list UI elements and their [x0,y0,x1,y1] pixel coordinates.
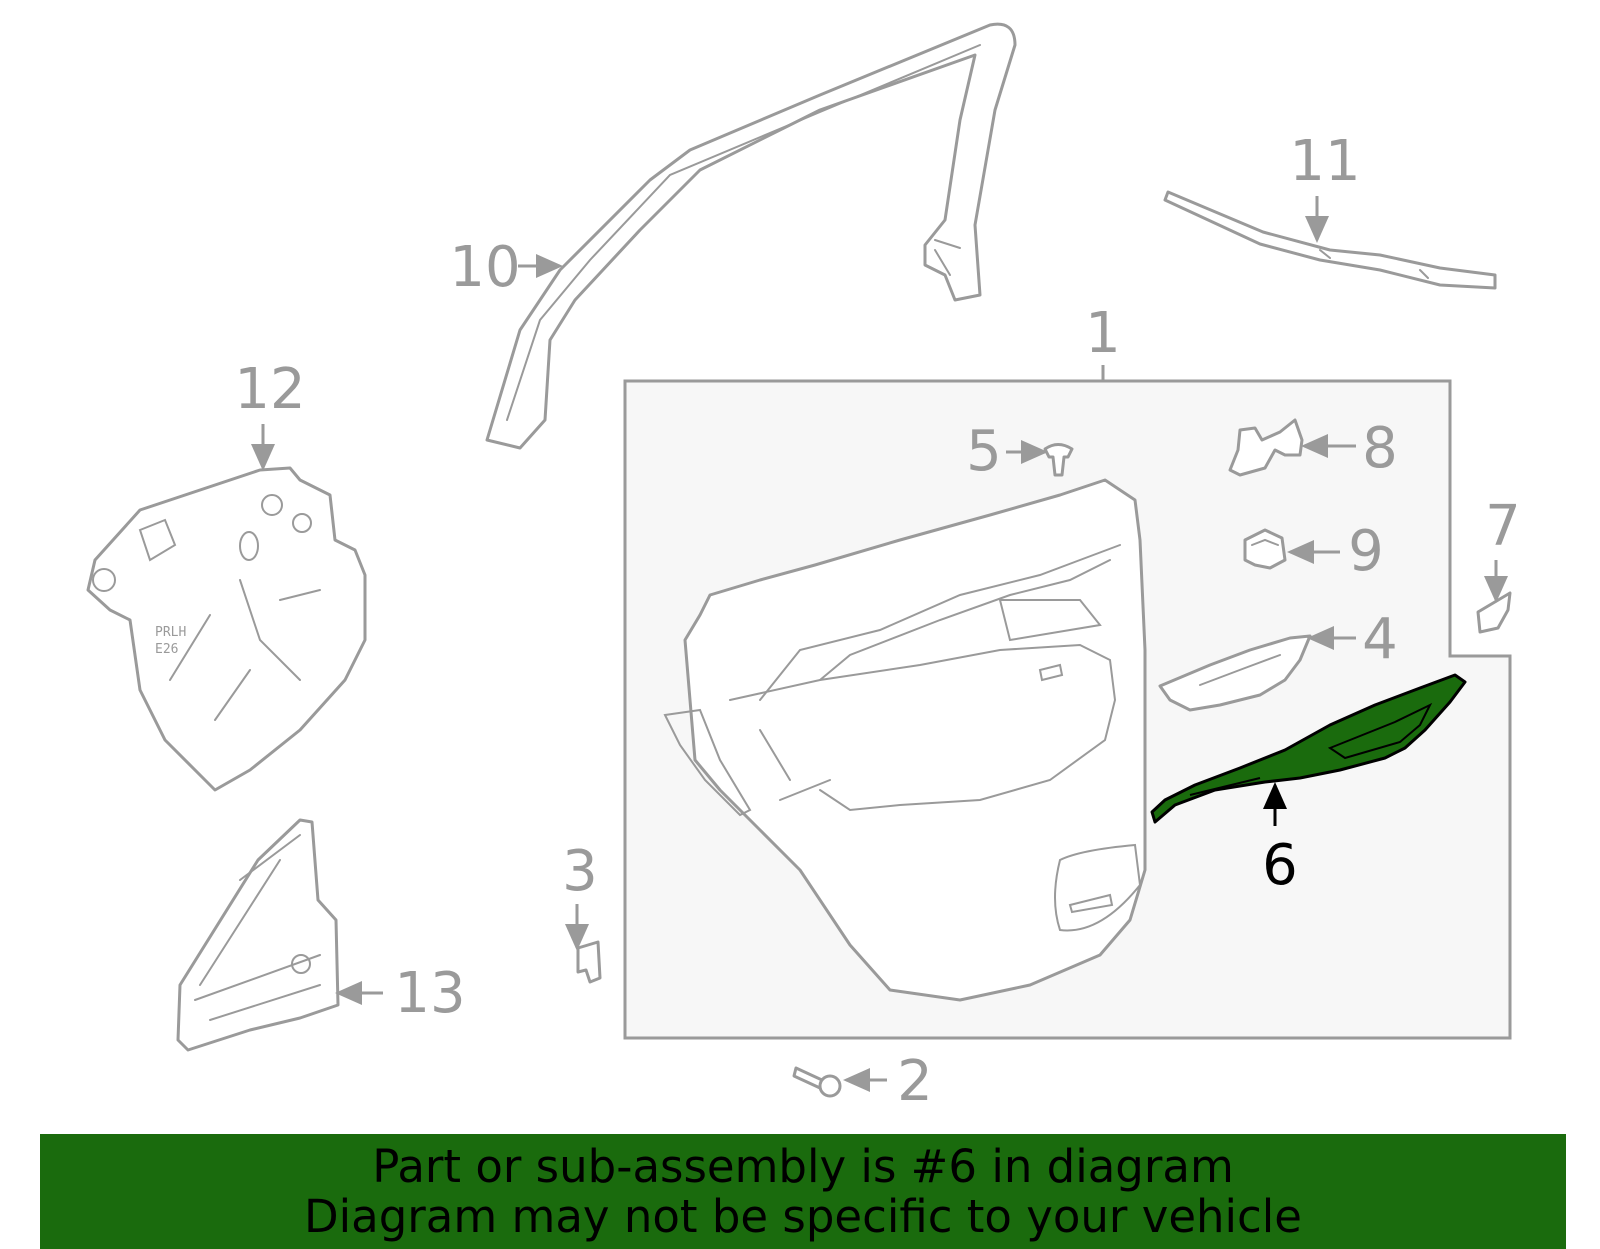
part-10-window-frame[interactable] [485,22,1017,450]
banner-line-2: Diagram may not be specific to your vehi… [304,1190,1302,1243]
banner-line-1: Part or sub-assembly is #6 in diagram [372,1140,1234,1193]
part-3-clip[interactable] [576,940,602,984]
part-12-water-deflector[interactable]: PRLH E26 [86,466,367,792]
callout-5: 5 [966,419,1002,484]
callout-10: 10 [449,235,520,300]
part-6-armrest-trim[interactable] [1150,673,1467,824]
callout-3: 3 [562,839,598,904]
info-banner: Part or sub-assembly is #6 in diagram Di… [40,1134,1566,1249]
part-2-screw[interactable] [792,1066,842,1098]
part-11-belt-molding[interactable] [1163,190,1497,290]
parts-diagram: PRLH E26 [86,22,1521,1114]
callout-13: 13 [394,961,465,1026]
part-5-push-pin[interactable] [1043,443,1074,477]
callout-12: 12 [234,357,305,422]
callout-4: 4 [1362,607,1398,672]
part-13-bracket[interactable] [176,818,340,1052]
part-4-handle-bezel[interactable] [1158,634,1312,712]
svg-text:E26: E26 [155,642,178,657]
part-9-switch[interactable] [1243,528,1287,570]
callout-9: 9 [1348,519,1384,584]
callout-7: 7 [1485,494,1521,559]
callout-11: 11 [1289,129,1360,194]
callout-2: 2 [897,1049,933,1114]
callout-1: 1 [1085,301,1121,366]
svg-text:PRLH: PRLH [155,625,186,640]
callout-6: 6 [1262,833,1298,898]
callout-8: 8 [1362,416,1398,481]
part-8-bracket[interactable] [1228,418,1304,477]
part-1-door-trim-panel[interactable] [663,478,1147,1002]
part-7-cap[interactable] [1476,591,1512,634]
